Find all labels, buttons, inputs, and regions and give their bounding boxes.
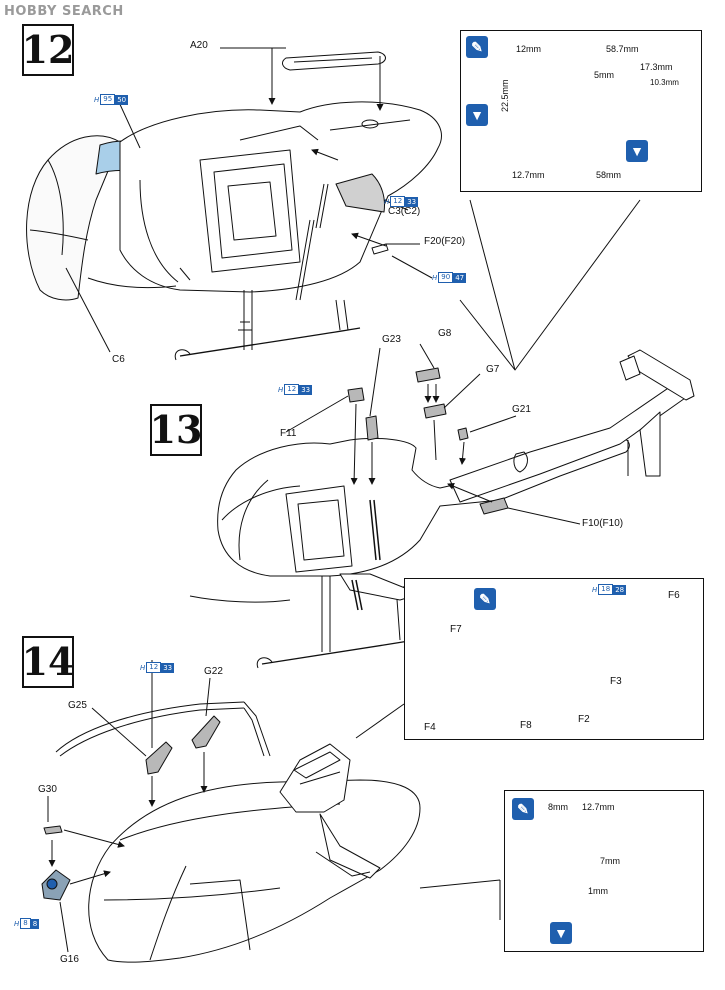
dim-17-3mm: 17.3mm [640,62,673,72]
part-label-g7: G7 [486,364,500,375]
part-label-g23: G23 [382,334,401,345]
step-number-13: 13 [150,404,202,456]
dim-58-7mm: 58.7mm [606,44,639,54]
dim-8mm: 8mm [548,802,568,812]
part-label-f11: F11 [280,428,297,439]
detail-box-step12 [460,30,702,192]
drill-icon: ▼ [466,104,488,126]
detail-box-nose [504,790,704,952]
part-label-a20: A20 [190,40,208,51]
part-label-f3: F3 [610,676,622,687]
part-label-f4: F4 [424,722,436,733]
dim-5mm: 5mm [594,70,614,80]
watermark-logo: HOBBY SEARCH [4,4,124,19]
part-label-c6: C6 [112,354,125,365]
part-label-f10: F10(F10) [582,518,624,529]
dim-7mm: 7mm [600,856,620,866]
part-label-g22: G22 [204,666,223,677]
dim-1mm: 1mm [588,886,608,896]
dim-12mm: 12mm [516,44,542,54]
step-number-12: 12 [22,24,74,76]
part-label-g21: G21 [512,404,531,415]
part-label-g25: G25 [68,700,87,711]
part-label-f8: F8 [520,720,532,731]
step-number-14: 14 [22,636,74,688]
part-label-f7: F7 [450,624,462,635]
brush-icon: ✎ [474,588,496,610]
brush-icon: ✎ [512,798,534,820]
dim-22-5mm: 22.5mm [500,79,510,112]
step12-helicopter-body [26,47,442,361]
part-label-g16: G16 [60,954,79,965]
step14-helicopter-nose [41,660,421,963]
brush-icon: ✎ [466,36,488,58]
part-label-g8: G8 [438,328,452,339]
part-label-g30: G30 [38,784,57,795]
detail-box-minigun [404,578,704,740]
part-label-c3: C3(C2) [388,206,421,217]
dim-58mm: 58mm [596,170,622,180]
dim-12-7mm: 12.7mm [582,802,615,812]
drill-icon: ▼ [550,922,572,944]
dim-12-7mm: 12.7mm [512,170,545,180]
drill-icon: ▼ [626,140,648,162]
part-label-f20: F20(F20) [424,236,466,247]
part-label-f2: F2 [578,714,590,725]
part-label-f6: F6 [668,590,680,601]
dim-10-3mm: 10.3mm [650,78,679,87]
